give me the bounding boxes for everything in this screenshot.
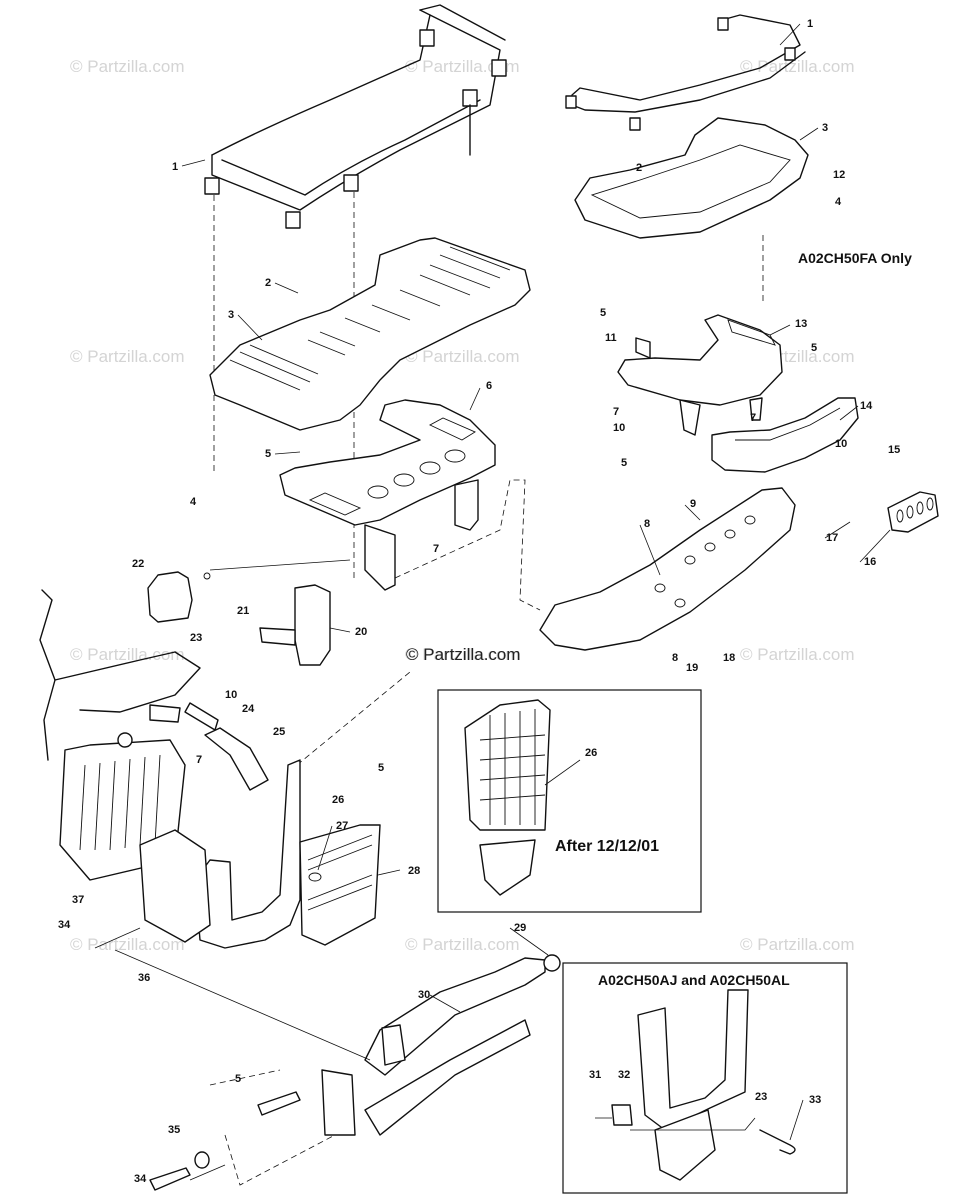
- callout-number: 34: [134, 1173, 147, 1185]
- watermark: © Partzilla.com: [405, 347, 520, 366]
- callout-number: 13: [795, 318, 807, 330]
- callout-number: 9: [690, 498, 696, 510]
- rack-support: [279, 399, 496, 591]
- reflector-16: [887, 491, 939, 533]
- callout-number: 28: [408, 865, 420, 877]
- callout-number: 26: [585, 747, 597, 759]
- mud-flap: [147, 559, 351, 623]
- callout-number: 5: [378, 762, 384, 774]
- callout-number: 29: [514, 922, 526, 934]
- brush-guard-26: [139, 759, 381, 949]
- callout-number: 35: [168, 1124, 180, 1136]
- callout-number: 19: [686, 662, 698, 674]
- watermark: © Partzilla.com: [70, 645, 185, 664]
- callout-number: 7: [196, 754, 202, 766]
- callout-number: 5: [811, 342, 817, 354]
- callout-number: 26: [332, 794, 344, 806]
- callout-number: 31: [589, 1069, 601, 1081]
- fa-only-label: A02CH50FA Only: [798, 250, 912, 266]
- watermark: © Partzilla.com: [70, 57, 185, 76]
- callout-number: 3: [228, 309, 234, 321]
- dashed-guides: [296, 235, 764, 766]
- front-bumper-9: [539, 487, 796, 651]
- callout-number: 37: [72, 894, 84, 906]
- watermark: © Partzilla.com: [740, 645, 855, 664]
- watermark-layer: © Partzilla.com © Partzilla.com © Partzi…: [70, 57, 855, 954]
- watermark: © Partzilla.com: [740, 57, 855, 76]
- callout-number: 15: [888, 444, 900, 456]
- watermark: © Partzilla.com: [740, 935, 855, 954]
- inset-after-date: After 12/12/01: [437, 689, 702, 913]
- callout-number: 24: [242, 703, 255, 715]
- center-watermark: © Partzilla.com: [406, 645, 521, 664]
- callout-number: 11: [605, 332, 617, 344]
- rack-bracket: [259, 584, 331, 666]
- callout-number: 4: [190, 496, 197, 508]
- watermark: © Partzilla.com: [70, 347, 185, 366]
- callout-number: 33: [809, 1094, 821, 1106]
- callout-number: 10: [225, 689, 237, 701]
- rack-plate: [209, 237, 531, 431]
- front-bumper-30: [94, 927, 561, 1186]
- callout-number: 7: [750, 412, 756, 424]
- callout-number: 21: [237, 605, 249, 617]
- callout-number: 10: [613, 422, 625, 434]
- fa-rack: [565, 14, 809, 239]
- inset-caption-aj-al: A02CH50AJ and A02CH50AL: [598, 972, 790, 988]
- callout-number: 5: [600, 307, 606, 319]
- inset-caption-after: After 12/12/01: [555, 838, 659, 855]
- watermark: © Partzilla.com: [405, 645, 520, 664]
- callout-number: 14: [860, 400, 873, 412]
- watermark: © Partzilla.com: [405, 57, 520, 76]
- callout-number: 23: [190, 632, 202, 644]
- callout-number: 5: [235, 1073, 241, 1085]
- callout-number: 27: [336, 820, 348, 832]
- callout-number: 2: [265, 277, 271, 289]
- callout-number: 32: [618, 1069, 630, 1081]
- callout-number: 30: [418, 989, 430, 1001]
- rear-rack-rail: [204, 4, 507, 580]
- callout-leaders: [181, 23, 891, 1141]
- callout-number: 12: [833, 169, 845, 181]
- callout-number: 3: [822, 122, 828, 134]
- callout-number: 6: [486, 380, 492, 392]
- callout-number: 7: [613, 406, 619, 418]
- inset-aj-al: A02CH50AJ and A02CH50AL: [562, 962, 848, 1194]
- callout-number: 8: [672, 652, 678, 664]
- callout-number: 1: [172, 161, 178, 173]
- rear-bumper-14: [711, 397, 859, 473]
- callout-number: 5: [621, 457, 627, 469]
- callout-number: 8: [644, 518, 650, 530]
- callout-number: 22: [132, 558, 144, 570]
- callout-number: 25: [273, 726, 285, 738]
- fa-bracket: [617, 314, 783, 436]
- callout-number: 5: [265, 448, 271, 460]
- brackets-24-25: [149, 702, 269, 791]
- callout-layer: 1 1 3 2 12 4 2 3 4 5 6 5 11 13 5 14 7 7 …: [58, 18, 900, 1185]
- callout-number: 34: [58, 919, 71, 931]
- watermark: © Partzilla.com: [405, 935, 520, 954]
- callout-number: 36: [138, 972, 150, 984]
- callout-number: 23: [755, 1091, 767, 1103]
- callout-number: 16: [864, 556, 876, 568]
- callout-number: 1: [807, 18, 813, 30]
- callout-number: 2: [636, 162, 642, 174]
- callout-number: 20: [355, 626, 367, 638]
- callout-number: 18: [723, 652, 735, 664]
- callout-number: 4: [835, 196, 842, 208]
- hardware-bottom: [149, 1091, 301, 1191]
- callout-number: 7: [433, 543, 439, 555]
- callout-number: 10: [835, 438, 847, 450]
- watermark: © Partzilla.com: [70, 935, 185, 954]
